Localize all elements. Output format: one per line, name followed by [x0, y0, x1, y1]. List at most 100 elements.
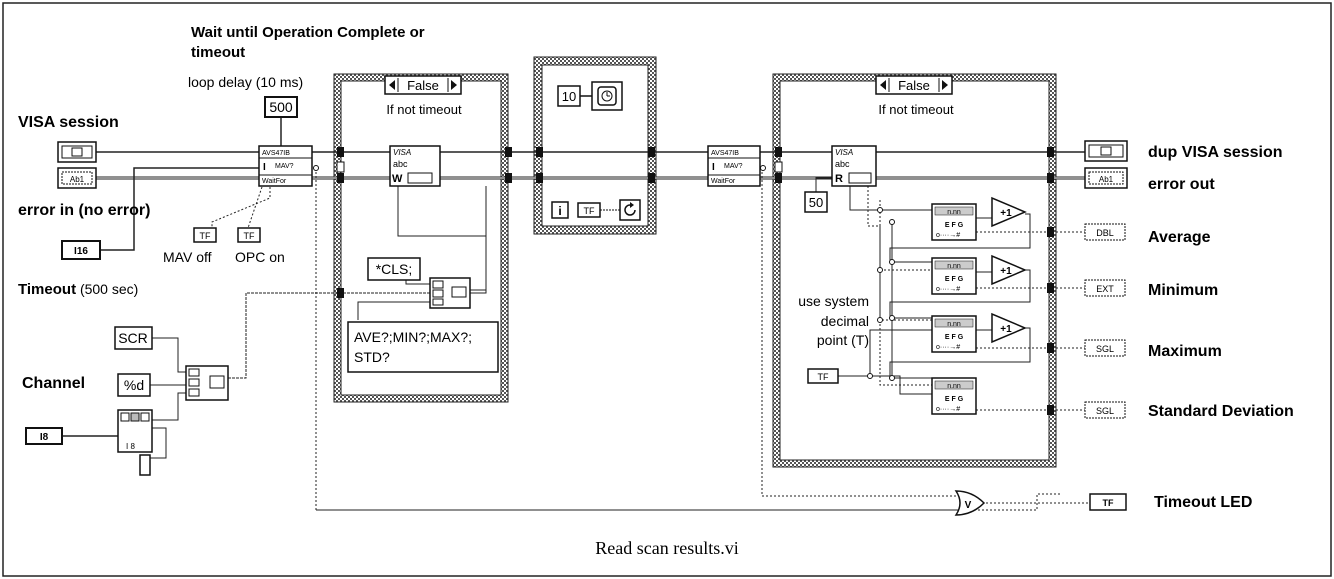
use-system-label-2: decimal [821, 313, 869, 329]
case-structure-2[interactable]: False If not timeout [772, 73, 1057, 468]
frac-exp-to-number-1[interactable]: n.nn E F G o····→# [931, 203, 977, 241]
empty-string-constant[interactable] [139, 454, 151, 476]
opc-on-constant[interactable]: TF [237, 227, 261, 243]
svg-text:R: R [835, 173, 843, 185]
svg-text:abc: abc [393, 159, 408, 169]
timeout-led-indicator[interactable]: TF [1089, 493, 1127, 511]
svg-text:E F G: E F G [945, 334, 964, 341]
loop-condition-terminal [619, 199, 641, 221]
format-string-constant[interactable]: %d [117, 373, 151, 397]
visa-read-subvi[interactable]: VISA abc R [831, 145, 877, 187]
svg-text:I8: I8 [40, 432, 49, 443]
dup-visa-session-indicator[interactable] [1084, 140, 1128, 162]
svg-text:%d: %d [124, 377, 144, 393]
diagram-caption: Read scan results.vi [595, 538, 738, 558]
concatenate-strings-node-1[interactable] [185, 365, 229, 401]
svg-text:E F G: E F G [945, 396, 964, 403]
concatenate-strings-node-2[interactable] [429, 277, 471, 309]
or-gate[interactable]: V [954, 490, 986, 516]
svg-text:TF: TF [818, 372, 829, 382]
svg-text:o····→#: o····→# [936, 286, 960, 293]
svg-text:n.nn: n.nn [947, 321, 961, 328]
svg-text:*CLS;: *CLS; [376, 261, 413, 277]
average-indicator[interactable]: DBL [1084, 223, 1126, 241]
svg-text:n.nn: n.nn [947, 263, 961, 270]
loop-delay-constant[interactable]: 500 [264, 96, 298, 118]
increment-node-1[interactable]: +1 [991, 196, 1027, 228]
wait-title-line1: Wait until Operation Complete or [191, 24, 425, 41]
byte-count-constant[interactable]: 50 [804, 191, 828, 213]
svg-text:STD?: STD? [354, 349, 390, 365]
case-comment: If not timeout [386, 102, 462, 117]
mav-off-constant[interactable]: TF [193, 227, 217, 243]
loop-delay-label: loop delay (10 ms) [188, 74, 303, 90]
decimal-point-constant[interactable]: TF [807, 368, 839, 384]
timeout-unit: (500 sec) [76, 281, 138, 297]
visa-write-subvi[interactable]: VISA abc W [389, 145, 441, 187]
increment-node-3[interactable]: +1 [991, 312, 1027, 344]
wires [62, 116, 1090, 511]
iteration-terminal: i [551, 201, 569, 219]
svg-text:+1: +1 [1000, 266, 1012, 277]
case-selector-value: False [407, 78, 439, 93]
wait-ms-node[interactable] [591, 81, 623, 111]
svg-text:AVE?;MIN?;MAX?;: AVE?;MIN?;MAX?; [354, 329, 472, 345]
svg-text:o····→#: o····→# [936, 232, 960, 239]
svg-text:o····→#: o····→# [936, 344, 960, 351]
svg-text:E F G: E F G [945, 276, 964, 283]
svg-text:MAV?: MAV? [724, 163, 743, 170]
svg-text:V: V [965, 500, 972, 511]
svg-text:VISA: VISA [835, 148, 853, 157]
maximum-indicator[interactable]: SGL [1084, 339, 1126, 357]
loop-false-constant[interactable]: TF [577, 202, 601, 218]
error-in-control[interactable]: Ab1 [57, 167, 97, 189]
svg-text:+1: +1 [1000, 324, 1012, 335]
std-dev-indicator[interactable]: SGL [1084, 401, 1126, 419]
frac-exp-to-number-3[interactable]: n.nn E F G o····→# [931, 315, 977, 353]
svg-text:MAV?: MAV? [275, 163, 294, 170]
svg-text:Timeout (500 sec): Timeout (500 sec) [18, 281, 138, 298]
svg-text:TF: TF [1103, 498, 1114, 508]
scr-string-constant[interactable]: SCR [114, 326, 153, 350]
svg-text:Ab1: Ab1 [70, 175, 85, 184]
frac-exp-to-number-4[interactable]: n.nn E F G o····→# [931, 377, 977, 415]
svg-text:WaitFor: WaitFor [262, 178, 287, 185]
svg-text:SGL: SGL [1096, 344, 1114, 354]
case-selector-2[interactable]: False [875, 75, 953, 95]
case-selector-value: False [898, 78, 930, 93]
avs47ib-waitfor-subvi-2[interactable]: AVS47IB I MAV? WaitFor [707, 145, 761, 187]
wait-ms-constant[interactable]: 10 [557, 85, 581, 107]
maximum-label: Maximum [1148, 343, 1222, 360]
channel-i8-control[interactable]: I8 [25, 427, 63, 445]
query-string-constant[interactable]: AVE?;MIN?;MAX?; STD? [347, 321, 499, 373]
error-out-indicator[interactable]: Ab1 [1084, 167, 1128, 189]
svg-text:TF: TF [244, 231, 255, 241]
wait-title-line2: timeout [191, 44, 245, 61]
svg-text:W: W [392, 173, 403, 185]
svg-text:I: I [712, 162, 715, 173]
format-into-string-node[interactable]: I 8 [117, 409, 153, 453]
svg-text:E F G: E F G [945, 222, 964, 229]
svg-text:AVS47IB: AVS47IB [711, 150, 739, 157]
minimum-indicator[interactable]: EXT [1084, 279, 1126, 297]
svg-text:DBL: DBL [1096, 228, 1114, 238]
svg-text:VISA: VISA [393, 148, 411, 157]
frac-exp-to-number-2[interactable]: n.nn E F G o····→# [931, 257, 977, 295]
svg-text:+1: +1 [1000, 208, 1012, 219]
timeout-label: Timeout [18, 281, 76, 298]
use-system-label-3: point (T) [817, 332, 869, 348]
visa-session-label: VISA session [18, 114, 119, 131]
svg-text:TF: TF [584, 206, 595, 216]
svg-text:EXT: EXT [1096, 284, 1114, 294]
average-label: Average [1148, 229, 1211, 246]
case-selector-1[interactable]: False [384, 75, 462, 95]
cls-string-constant[interactable]: *CLS; [367, 257, 421, 281]
visa-session-control[interactable] [57, 141, 97, 163]
error-in-label: error in (no error) [18, 202, 150, 219]
svg-text:SGL: SGL [1096, 406, 1114, 416]
increment-node-2[interactable]: +1 [991, 254, 1027, 286]
timeout-i16-control[interactable]: I16 [61, 240, 101, 260]
avs47ib-waitfor-subvi-1[interactable]: AVS47IB I MAV? WaitFor [258, 145, 313, 187]
